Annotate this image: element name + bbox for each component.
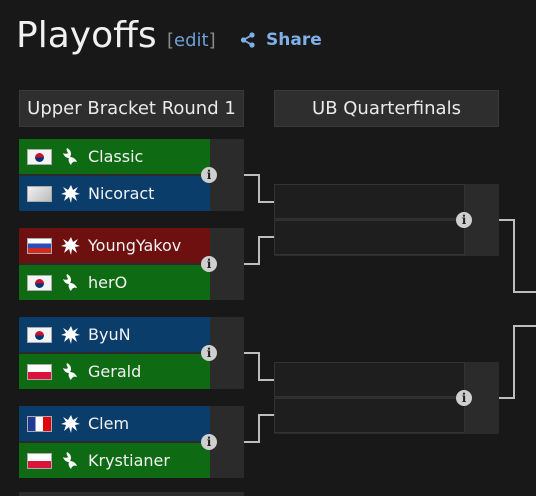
- flag-ru-icon: [27, 237, 52, 254]
- page-title: Playoffs: [16, 15, 157, 56]
- share-icon: [240, 32, 255, 48]
- player-name: Krystianer: [88, 451, 170, 470]
- edit-bracket-close: ]: [208, 30, 216, 51]
- player-slot-empty[interactable]: [274, 220, 465, 255]
- flag-kr-icon: [27, 148, 52, 165]
- info-icon[interactable]: i: [201, 167, 217, 183]
- player-name: Clem: [88, 414, 130, 433]
- flag-pl-icon: [27, 452, 52, 469]
- flag-unk-icon: [27, 185, 52, 202]
- qf-match-1: i: [274, 184, 499, 256]
- player-name: Gerald: [88, 362, 142, 381]
- edit-link[interactable]: edit: [174, 30, 209, 51]
- player-name: herO: [88, 273, 128, 292]
- player-name: Classic: [88, 147, 144, 166]
- round-header-ub-quarterfinals: UB Quarterfinals: [274, 90, 499, 127]
- player-name: YoungYakov: [88, 236, 182, 255]
- player-slot-empty[interactable]: [274, 362, 465, 397]
- round-header-upper-bracket-round-1: Upper Bracket Round 1: [19, 90, 244, 127]
- info-icon[interactable]: i: [456, 212, 472, 228]
- protoss-race-icon: [63, 362, 77, 380]
- next-match-edge: [19, 492, 244, 496]
- player-slot-classic[interactable]: Classic: [19, 139, 210, 174]
- flag-kr-icon: [27, 326, 52, 343]
- player-slot-nicoract[interactable]: Nicoract: [19, 176, 210, 211]
- match-3: ByuN Gerald i: [19, 317, 244, 389]
- zerg-race-icon: [61, 236, 80, 255]
- match-4: Clem Krystianer i: [19, 406, 244, 478]
- player-slot-krystianer[interactable]: Krystianer: [19, 443, 210, 478]
- player-name: Nicoract: [88, 184, 155, 203]
- zerg-race-icon: [61, 414, 80, 433]
- player-slot-empty[interactable]: [274, 398, 465, 433]
- player-slot-hero[interactable]: herO: [19, 265, 210, 300]
- player-slot-empty[interactable]: [274, 184, 465, 219]
- player-slot-byun[interactable]: ByuN: [19, 317, 210, 352]
- flag-kr-icon: [27, 274, 52, 291]
- info-icon[interactable]: i: [201, 345, 217, 361]
- flag-pl-icon: [27, 363, 52, 380]
- match-1: Classic Nicoract i: [19, 139, 244, 211]
- share-button[interactable]: Share: [240, 30, 322, 50]
- zerg-race-icon: [61, 325, 80, 344]
- info-icon[interactable]: i: [201, 434, 217, 450]
- protoss-race-icon: [63, 451, 77, 469]
- protoss-race-icon: [63, 147, 77, 165]
- flag-fr-icon: [27, 415, 52, 432]
- player-slot-clem[interactable]: Clem: [19, 406, 210, 441]
- zerg-race-icon: [61, 184, 80, 203]
- player-slot-gerald[interactable]: Gerald: [19, 354, 210, 389]
- share-label: Share: [266, 30, 322, 50]
- edit-link-wrapper: [edit]: [167, 30, 216, 51]
- protoss-race-icon: [63, 273, 77, 291]
- info-icon[interactable]: i: [201, 256, 217, 272]
- match-2: YoungYakov herO i: [19, 228, 244, 300]
- edit-bracket-open: [: [167, 30, 175, 51]
- player-name: ByuN: [88, 325, 131, 344]
- qf-match-2: i: [274, 362, 499, 434]
- info-icon[interactable]: i: [456, 390, 472, 406]
- player-slot-youngyakov[interactable]: YoungYakov: [19, 228, 210, 263]
